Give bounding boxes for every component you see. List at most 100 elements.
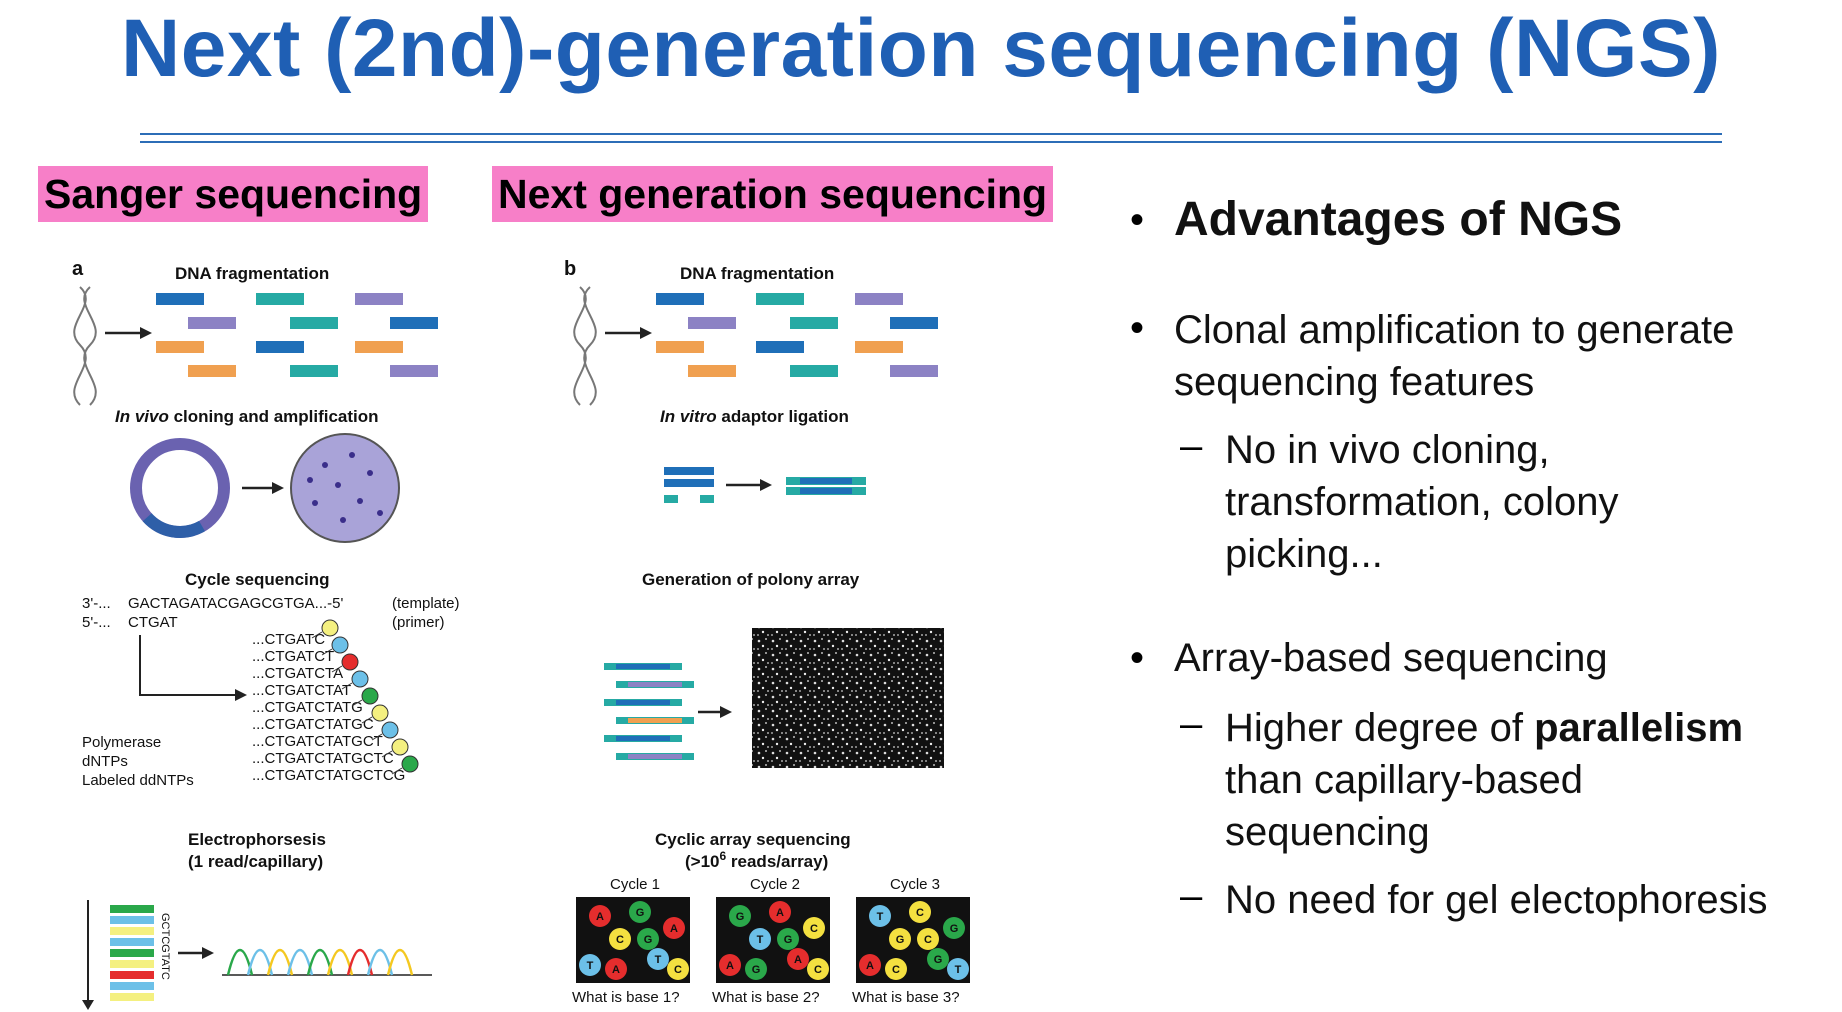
cycle-3-panel: T C G G C G A C T [856,897,970,983]
sub-2-line-1: Higher degree of parallelism [1225,706,1744,750]
arrow-icon [698,706,732,718]
svg-text:A: A [670,923,678,935]
svg-text:C: C [892,964,900,976]
reagent-ddntps: Labeled ddNTPs [82,772,194,789]
sub-3: No need for gel electophoresis [1225,878,1768,922]
svg-text:G: G [896,934,905,946]
step-cyclic-array-note: (>106 reads/array) [685,849,828,871]
svg-text:C: C [674,964,682,976]
sub-2-line-2: than capillary-based [1225,758,1583,802]
primer-prefix: 5'-... [82,614,111,631]
sub-dash: – [1180,702,1203,746]
reagent-dntps: dNTPs [82,753,128,770]
cycle-1-panel: A G A C G T T A C [576,897,690,983]
extension-products-list: ...CTGATC ...CTGATCT ...CTGATCTA ...CTGA… [252,631,405,784]
arrow-icon [105,327,152,339]
svg-text:T: T [877,911,884,923]
panel-letter: b [564,258,576,280]
product-9: ...CTGATCTATGCTCG [252,767,405,784]
svg-text:G: G [752,964,761,976]
step-in-vitro-ligation: In vitro adaptor ligation [660,407,849,426]
sub-1-line-3: picking... [1225,532,1383,576]
step-dna-fragmentation: DNA fragmentation [175,264,329,283]
dna-fragments-graphic [656,293,938,377]
bullet-dot: • [1130,306,1145,350]
svg-text:A: A [726,960,734,972]
title-rule-top [140,133,1722,135]
step-polony-array: Generation of polony array [642,570,860,589]
product-5: ...CTGATCTATG [252,699,363,716]
product-6: ...CTGATCTATGC [252,716,374,733]
product-3: ...CTGATCTA [252,665,343,682]
primer-sequence: CTGAT [128,614,178,631]
cycle-3-label: Cycle 3 [890,876,940,893]
svg-text:G: G [784,934,793,946]
product-7: ...CTGATCTATGCT [252,733,383,750]
sub-2-line-3: sequencing [1225,810,1430,854]
ligated-fragment-graphic [786,477,866,495]
cycle-1-question: What is base 1? [572,989,680,1006]
dna-helix-icon [573,286,597,406]
step-cyclic-array: Cyclic array sequencing [655,830,851,849]
svg-text:G: G [950,923,959,935]
sub-1-line-2: transformation, colony [1225,480,1619,524]
svg-text:G: G [644,934,653,946]
product-1: ...CTGATC [252,631,325,648]
ngs-diagram: b DNA fragmentation In vitro adaptor lig… [564,258,970,1006]
product-2: ...CTGATCT [252,648,334,665]
svg-text:A: A [612,964,620,976]
svg-text:A: A [776,907,784,919]
svg-text:C: C [916,907,924,919]
elbow-arrow-icon [139,635,247,701]
svg-text:T: T [757,934,764,946]
template-sequence: GACTAGATACGAGCGTGA...-5' [128,595,344,612]
svg-text:A: A [866,960,874,972]
bullet-dot: • [1130,636,1145,680]
arrow-icon [605,327,652,339]
step-electrophoresis-note: (1 read/capillary) [188,852,323,871]
dna-fragments-graphic [156,293,438,377]
ddntp-labels-icon [311,619,419,775]
svg-text:G: G [636,907,645,919]
svg-text:A: A [794,954,802,966]
svg-text:C: C [616,934,624,946]
svg-text:T: T [587,960,594,972]
step-cycle-sequencing: Cycle sequencing [185,570,330,589]
product-4: ...CTGATCTAT [252,682,351,699]
svg-text:C: C [814,964,822,976]
polony-array-graphic [752,628,944,768]
panel-letter: a [72,258,84,280]
chromatogram-graphic [222,949,432,976]
bullet-dot: • [1130,198,1145,242]
reagent-polymerase: Polymerase [82,734,161,751]
dna-helix-icon [73,286,97,406]
step-electrophoresis: Electrophorsesis [188,830,326,849]
product-8: ...CTGATCTATGCTC [252,750,394,767]
advantages-heading: Advantages of NGS [1174,193,1623,246]
amplified-fragments-graphic [604,663,694,760]
sub-1-line-1: No in vivo cloning, [1225,428,1550,472]
svg-text:T: T [955,964,962,976]
point-1-line-1: Clonal amplification to generate [1174,308,1735,352]
template-prefix: 3'-... [82,595,111,612]
gel-letters: GCTCGTATC [159,913,171,980]
arrow-icon [242,482,284,494]
svg-text:T: T [655,954,662,966]
cycle-2-panel: G A C T G A A G C [716,897,830,983]
cycle-1-label: Cycle 1 [610,876,660,893]
svg-text:G: G [736,911,745,923]
arrow-icon [726,479,772,491]
ngs-header: Next generation sequencing [492,166,1054,222]
sanger-diagram: a DNA fragmentation In vivo cloning and … [72,258,460,1010]
primer-label: (primer) [392,614,445,631]
title-rule-bottom [140,141,1722,143]
adaptor-fragments-graphic [664,467,714,503]
point-1-line-2: sequencing features [1174,360,1535,404]
cycle-2-question: What is base 2? [712,989,820,1006]
gel-lane-graphic: GCTCGTATC [82,900,171,1010]
bacteria-colony-icon [290,433,400,543]
sanger-header: Sanger sequencing [38,166,429,222]
arrow-icon [178,947,214,959]
template-label: (template) [392,595,460,612]
svg-text:C: C [810,923,818,935]
